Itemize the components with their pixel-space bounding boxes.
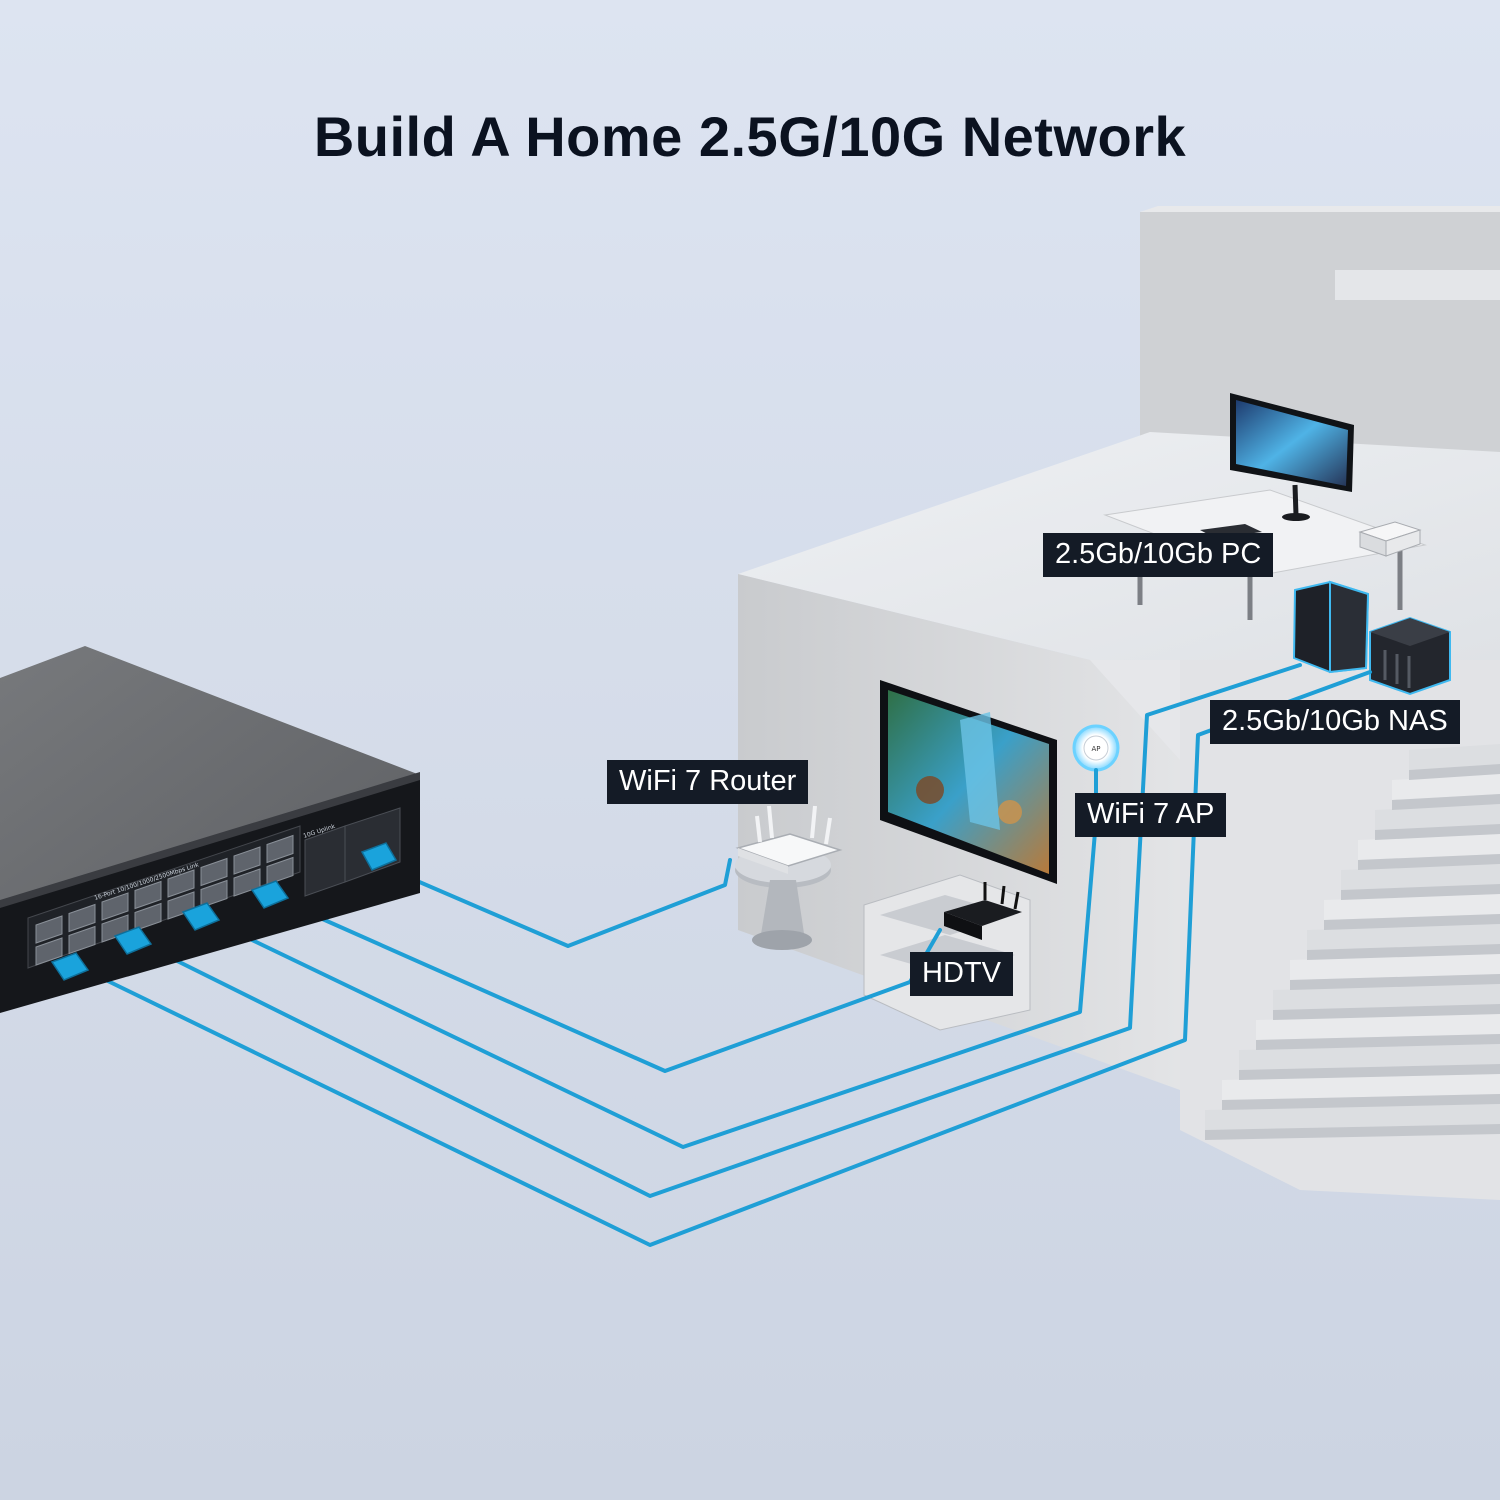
stair-riser (1290, 974, 1500, 990)
stair-step (1392, 774, 1500, 800)
callout-pc: 2.5Gb/10Gb PC (1043, 533, 1274, 577)
stair-step (1205, 1104, 1500, 1130)
stair-riser (1358, 854, 1500, 870)
stair-step (1341, 864, 1500, 890)
stair-step (1290, 954, 1500, 980)
rj45-port (101, 892, 129, 921)
callout-ap: WiFi 7 AP (1075, 793, 1227, 837)
stair-riser (1324, 914, 1500, 930)
wifi-ap-device: AP (1072, 724, 1120, 772)
plug-nas (50, 952, 90, 981)
gaming-monitor (1230, 393, 1354, 521)
plug-hdtv (250, 880, 290, 909)
stair-step (1273, 984, 1500, 1010)
plug-ap (181, 902, 221, 931)
callout-hdtv: HDTV (910, 952, 1013, 996)
cable-plugs (50, 842, 398, 981)
stair-step (1307, 924, 1500, 950)
rj45-port (200, 857, 228, 887)
cable-pc (133, 663, 1302, 1198)
stair-riser (1273, 1004, 1500, 1020)
rj45-port (134, 880, 162, 910)
router-table (735, 805, 843, 950)
rj45-port (134, 902, 162, 932)
rj45-port (266, 834, 294, 864)
rj45-port (266, 856, 294, 886)
cable-router (378, 858, 732, 948)
callout-nas: 2.5Gb/10Gb NAS (1210, 700, 1460, 744)
rj45-port (167, 869, 195, 898)
callout-router: WiFi 7 Router (607, 760, 809, 804)
stair-riser (1409, 764, 1500, 780)
stair-riser (1256, 1034, 1500, 1050)
stair-step (1375, 804, 1500, 830)
stair-riser (1222, 1094, 1500, 1110)
stair-step (1256, 1014, 1500, 1040)
stair-step (1239, 1044, 1500, 1070)
printer (1358, 521, 1422, 557)
ap-badge-text: AP (1091, 745, 1100, 753)
nas-unit (1369, 616, 1451, 696)
staircase (1205, 744, 1500, 1140)
stair-riser (1307, 944, 1500, 960)
plug-router (360, 842, 398, 871)
stair-step (1222, 1074, 1500, 1100)
rj45-port (200, 879, 228, 909)
rj45-port (68, 925, 96, 955)
stair-step (1358, 834, 1500, 860)
rj45-port (233, 846, 261, 875)
rj45-port (35, 915, 63, 944)
wall-tv (880, 680, 1057, 884)
page-headline: Build A Home 2.5G/10G Network (313, 105, 1187, 168)
stair-step (1324, 894, 1500, 920)
stair-riser (1341, 884, 1500, 900)
plug-pc (113, 926, 153, 955)
switch-port-grid (35, 834, 294, 966)
stair-riser (1392, 794, 1500, 810)
stair-step (1409, 744, 1500, 770)
network-switch: 16-Port 10/100/1000/2500Mbps Link 10G Up… (0, 646, 420, 1013)
rj45-port (68, 903, 96, 933)
rj45-port (35, 937, 63, 966)
pc-tower (1292, 580, 1370, 674)
stair-riser (1239, 1064, 1500, 1080)
stair-riser (1375, 824, 1500, 840)
stair-riser (1205, 1124, 1500, 1140)
